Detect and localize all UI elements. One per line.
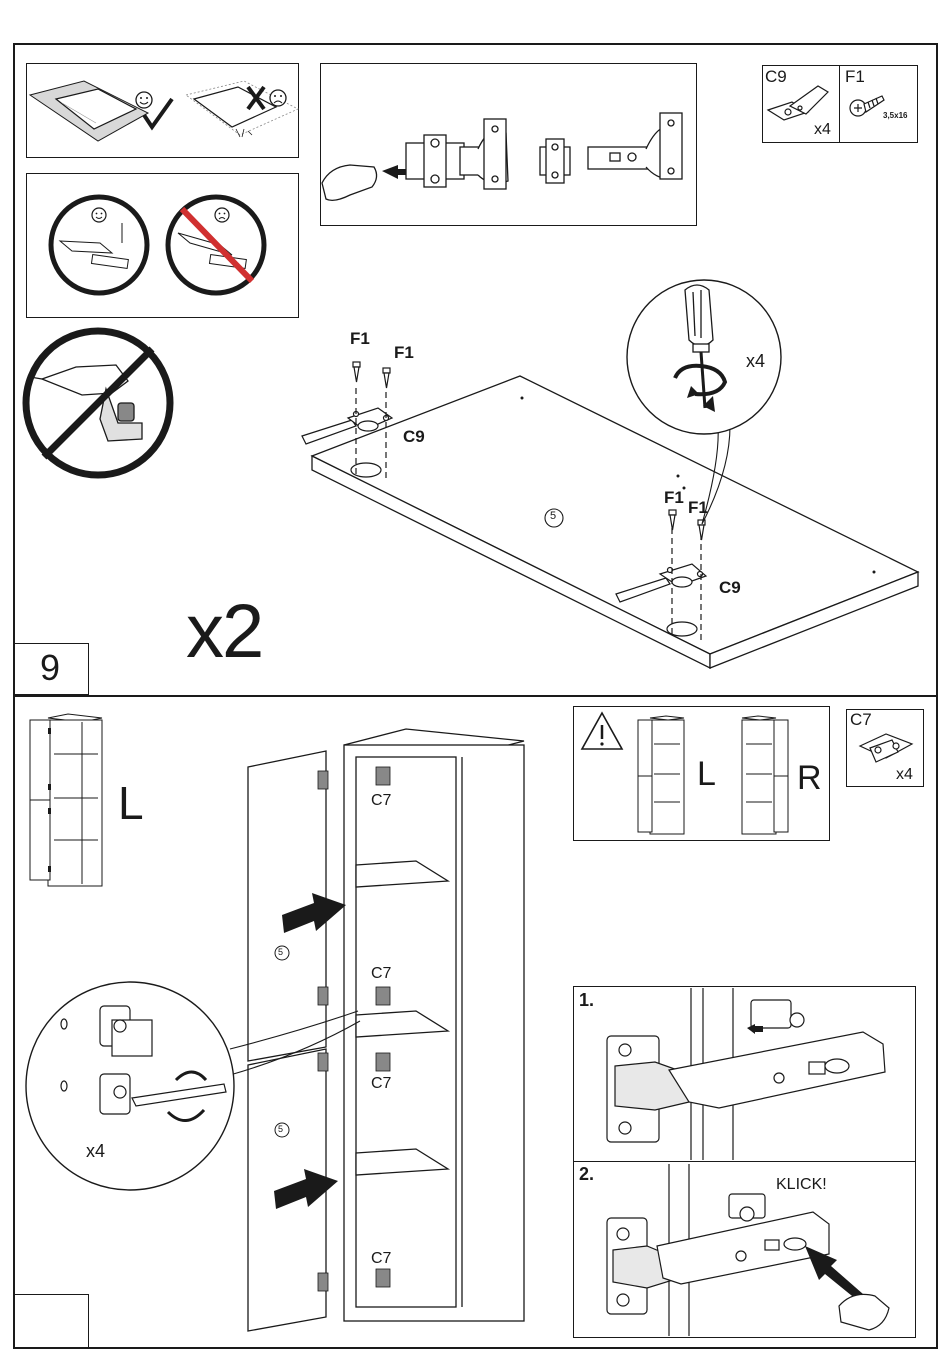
- hinge-plate-c9-icon: [766, 80, 836, 126]
- hinge-label-c7: C7: [371, 792, 391, 810]
- cabinet-variant-left: [636, 714, 688, 836]
- hinge-label-c9: C9: [403, 427, 425, 447]
- surface-hint-illustration: [26, 63, 299, 158]
- screw-label-f1: F1: [688, 498, 708, 518]
- step-number: 9: [40, 647, 60, 689]
- klick-label: KLICK!: [776, 1176, 827, 1194]
- parts-box-divider: [839, 65, 840, 143]
- hinge-click-illustration: [320, 63, 697, 226]
- part-code-f1: F1: [845, 67, 865, 87]
- panel-number-label: 5: [550, 510, 556, 522]
- cabinet-variant-right: [738, 714, 790, 836]
- hinge-label-c7: C7: [371, 965, 391, 983]
- door-panel-number: 5: [278, 1124, 283, 1134]
- variant-label-left: L: [697, 755, 716, 794]
- no-power-drill-icon: [22, 327, 174, 479]
- hinge-label-c7: C7: [371, 1250, 391, 1268]
- screw-f1-icon: [846, 88, 886, 120]
- hinge-step-2-illustration: [573, 1162, 916, 1338]
- screwdriver-qty: x4: [746, 351, 765, 372]
- variant-label-right: R: [797, 759, 822, 798]
- hinge-label-c7: C7: [371, 1075, 391, 1093]
- hinge-label-c9: C9: [719, 578, 741, 598]
- screw-label-f1: F1: [394, 343, 414, 363]
- cabinet-thumbnail-left: [28, 712, 108, 888]
- panel-assembly-illustration: [290, 280, 930, 680]
- screw-hint-illustration: [26, 173, 299, 318]
- hinge-detail-zoom-circle: [24, 980, 236, 1192]
- part-code-c7: C7: [850, 710, 872, 730]
- part-size-f1: 3,5x16: [883, 111, 907, 120]
- cabinet-assembly-illustration: [240, 725, 530, 1335]
- screw-label-f1: F1: [350, 329, 370, 349]
- sad-face-icon: [215, 208, 229, 222]
- empty-step-box: [14, 1294, 89, 1348]
- smiley-face-icon: [136, 92, 152, 108]
- part-qty-c7: x4: [896, 766, 913, 784]
- smiley-face-icon: [92, 208, 106, 222]
- hinge-step-1-illustration: [573, 986, 916, 1161]
- detail-qty: x4: [86, 1141, 105, 1162]
- sad-face-icon: [270, 90, 286, 106]
- warning-triangle-icon: [580, 711, 624, 751]
- multiplier-label: x2: [186, 588, 262, 675]
- door-panel-number: 5: [278, 947, 283, 957]
- screw-label-f1: F1: [664, 488, 684, 508]
- side-label-left: L: [118, 776, 144, 830]
